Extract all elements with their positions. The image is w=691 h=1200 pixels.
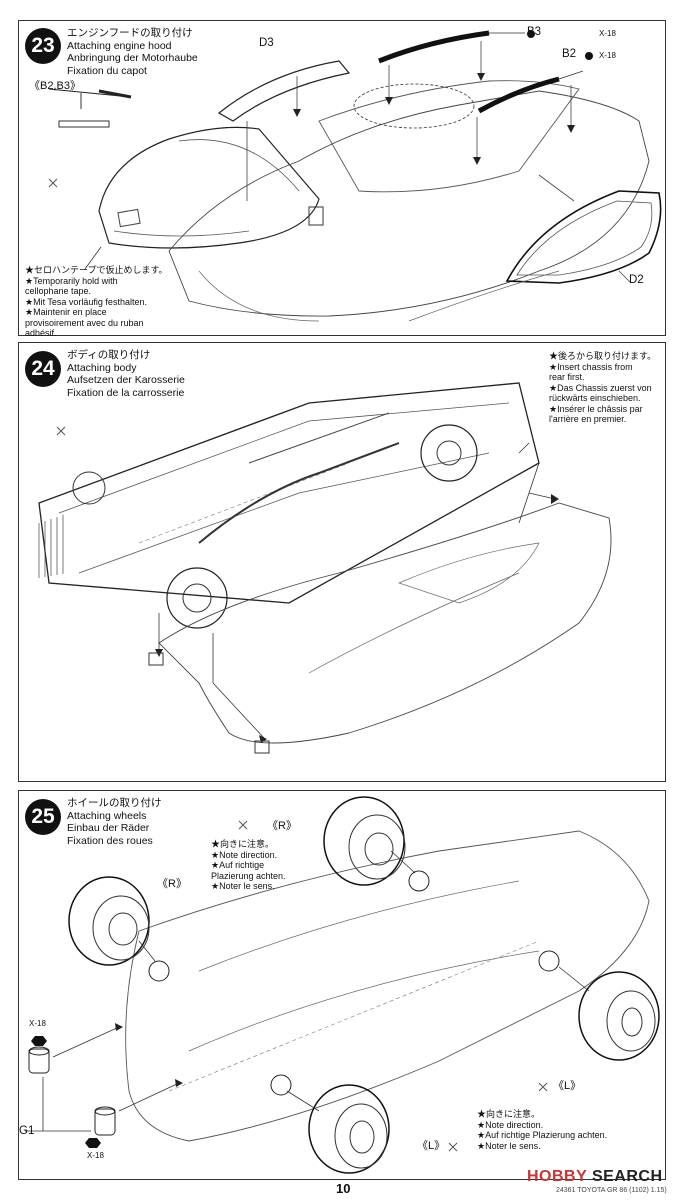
label-x18-bottom: X-18 bbox=[87, 1151, 104, 1160]
title-en: Attaching engine hood bbox=[67, 39, 172, 52]
label-b3: B3 bbox=[527, 26, 542, 38]
wheel-installation-illustration bbox=[25, 796, 660, 1174]
title-de: Anbringung der Motorhaube bbox=[67, 52, 198, 64]
label-b2: B2 bbox=[562, 48, 577, 60]
label-x18-top: X-18 bbox=[29, 1019, 46, 1028]
title-jp: エンジンフードの取り付け bbox=[67, 27, 193, 39]
step-24-panel: 24 ボディの取り付け Attaching body Aufsetzen der… bbox=[18, 342, 666, 782]
step-number: 25 bbox=[25, 799, 61, 835]
step-23-panel: 23 エンジンフードの取り付け Attaching engine hood An… bbox=[18, 20, 666, 338]
chassis-body-illustration bbox=[38, 382, 612, 754]
title-de: Aufsetzen der Karosserie bbox=[67, 374, 185, 386]
page-number: 10 bbox=[336, 1181, 351, 1196]
tape-note: ★セロハンテープで仮止めします。 ★Temporarily hold with … bbox=[25, 265, 168, 338]
title-en: Attaching body bbox=[67, 361, 137, 374]
title-jp: ボディの取り付け bbox=[67, 349, 151, 361]
direction-note-top: ★向きに注意。 ★Note direction. ★Auf richtige P… bbox=[211, 839, 286, 891]
step-titles: ボディの取り付け Attaching body Aufsetzen der Ka… bbox=[67, 349, 185, 399]
title-fr: Fixation des roues bbox=[67, 834, 153, 847]
engine-hood-illustration bbox=[48, 30, 662, 322]
footer-code: 24361 TOYOTA GR 86 (1102) 1.15) bbox=[556, 1187, 667, 1194]
direction-note-bottom: ★向きに注意。 ★Note direction. ★Auf richtige P… bbox=[477, 1109, 608, 1151]
label-d3: D3 bbox=[259, 37, 274, 49]
title-fr: Fixation de la carrosserie bbox=[67, 386, 185, 399]
title-jp: ホイールの取り付け bbox=[67, 797, 162, 809]
watermark: HOBBY SEARCH bbox=[527, 1168, 663, 1185]
label-x18-a: X-18 bbox=[599, 29, 616, 38]
label-r-top: 《R》 bbox=[267, 820, 297, 832]
label-g1: G1 bbox=[19, 1125, 35, 1137]
parts-label: 《B2,B3》 bbox=[29, 80, 81, 92]
insert-note: ★後ろから取り付けます。 ★Insert chassis from rear f… bbox=[549, 351, 657, 424]
label-r-left: 《R》 bbox=[157, 878, 187, 890]
title-en: Attaching wheels bbox=[67, 809, 147, 822]
label-l-right: 《L》 bbox=[553, 1080, 582, 1092]
title-fr: Fixation du capot bbox=[67, 64, 147, 77]
step-titles: ホイールの取り付け Attaching wheels Einbau der Rä… bbox=[67, 797, 162, 847]
label-x18-b: X-18 bbox=[599, 51, 616, 60]
step-number: 23 bbox=[25, 28, 61, 64]
label-d2: D2 bbox=[629, 274, 644, 286]
label-l-bottom: 《L》 bbox=[417, 1140, 446, 1152]
step-titles: エンジンフードの取り付け Attaching engine hood Anbri… bbox=[67, 27, 198, 77]
title-de: Einbau der Räder bbox=[67, 822, 150, 834]
step-25-panel: 25 ホイールの取り付け Attaching wheels Einbau der… bbox=[18, 790, 666, 1180]
step-number: 24 bbox=[25, 351, 61, 387]
